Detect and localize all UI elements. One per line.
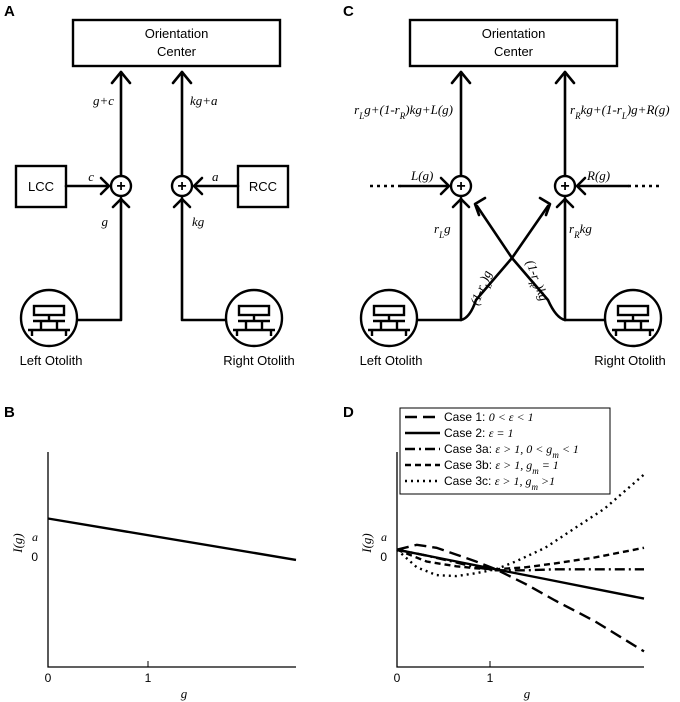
right-low-arrow bbox=[555, 197, 575, 209]
legend-entry: Case 1: 0 < ε < 1 bbox=[444, 410, 534, 424]
axes-frame bbox=[396, 452, 644, 668]
orientation-center-box bbox=[71, 18, 282, 68]
right-otolith-wire bbox=[180, 196, 228, 322]
legend-entry: Case 3b: ε > 1, gm = 1 bbox=[444, 458, 559, 476]
plus-icon: + bbox=[456, 178, 465, 195]
axes-frame bbox=[47, 452, 296, 668]
right-low-arrow bbox=[172, 197, 192, 209]
left-otolith-label: Left Otolith bbox=[20, 353, 83, 368]
left-direct-wire bbox=[416, 196, 463, 322]
right-up-arrow bbox=[171, 70, 193, 85]
x-tick-label-1: 1 bbox=[487, 671, 494, 685]
right-input-arrow bbox=[575, 176, 587, 196]
panel-b: B 0 1 a 0 I(g) g bbox=[4, 404, 297, 701]
y-tick-label-a: a bbox=[381, 530, 387, 544]
orientation-center-line1: Orientation bbox=[145, 26, 209, 41]
right-sum-node bbox=[170, 174, 194, 198]
x-axis-label: g bbox=[181, 686, 188, 701]
legend-entry: Case 3c: ε > 1, gm >1 bbox=[444, 474, 555, 492]
rcc-label: RCC bbox=[249, 179, 277, 194]
right-otolith-label: Right Otolith bbox=[223, 353, 295, 368]
lcc-label: LCC bbox=[28, 179, 54, 194]
y-axis-label: I(g) bbox=[359, 533, 374, 554]
rcc-arrow bbox=[192, 176, 204, 196]
x-tick-label-0: 0 bbox=[394, 671, 401, 685]
y-axis-label: I(g) bbox=[10, 533, 25, 554]
plus-icon: + bbox=[177, 178, 186, 195]
left-otolith-wire bbox=[76, 196, 123, 322]
right-low-signal: kg bbox=[192, 214, 205, 229]
plot-b bbox=[47, 517, 297, 562]
left-side-signal: c bbox=[88, 169, 94, 184]
left-input-arrow bbox=[439, 176, 451, 196]
y-tick-label-0: 0 bbox=[31, 550, 38, 564]
right-cross-wire bbox=[475, 204, 567, 322]
lcc-box bbox=[14, 164, 68, 209]
right-otolith-label: Right Otolith bbox=[594, 353, 666, 368]
x-tick-label-0: 0 bbox=[45, 671, 52, 685]
panel-letter-d: D bbox=[343, 404, 354, 421]
orientation-center-line1: Orientation bbox=[482, 26, 546, 41]
y-tick-label-0: 0 bbox=[380, 550, 387, 564]
legend-entry: Case 3a: ε > 1, 0 < gm < 1 bbox=[444, 442, 579, 460]
left-up-arrow bbox=[450, 70, 472, 85]
right-side-signal: a bbox=[212, 169, 219, 184]
right-up-arrow bbox=[554, 70, 576, 85]
right-otolith-icon bbox=[224, 288, 284, 348]
orientation-center-line2: Center bbox=[494, 44, 534, 59]
orientation-center-box bbox=[408, 18, 619, 68]
left-otolith-label: Left Otolith bbox=[360, 353, 423, 368]
left-up-signal: rLg+(1-rR)kg+L(g) bbox=[354, 102, 453, 121]
left-up-arrow bbox=[110, 70, 132, 85]
left-cross-wire bbox=[459, 204, 550, 322]
series-line-solid bbox=[47, 517, 297, 562]
panel-letter-a: A bbox=[4, 3, 15, 20]
left-low-signal: rLg bbox=[434, 221, 451, 240]
right-up-signal: rRkg+(1-rL)g+R(g) bbox=[570, 102, 670, 121]
panel-letter-c: C bbox=[343, 3, 354, 20]
panel-d: D 0 1 a 0 I(g) g Case 1: 0 < ε < 1 Case 2… bbox=[343, 404, 645, 701]
panel-letter-b: B bbox=[4, 404, 15, 421]
cross-right-signal: (1-rR)kg bbox=[519, 258, 551, 305]
orientation-center-line2: Center bbox=[157, 44, 197, 59]
left-sum-node bbox=[449, 174, 473, 198]
legend: Case 1: 0 < ε < 1 Case 2: ε = 1 Case 3a: ε… bbox=[405, 410, 579, 492]
right-low-signal: rRkg bbox=[569, 221, 592, 240]
cross-left-signal: (1-rL)g bbox=[467, 268, 498, 309]
series-line-long-dash bbox=[396, 543, 645, 653]
legend-box bbox=[399, 407, 611, 495]
left-otolith-icon bbox=[359, 288, 419, 348]
plus-icon: + bbox=[560, 178, 569, 195]
left-low-signal: g bbox=[102, 214, 109, 229]
right-sum-node bbox=[553, 174, 577, 198]
left-otolith-icon bbox=[19, 288, 79, 348]
panel-a: A Orientation Center + + LCC RCC Left Ot… bbox=[4, 3, 295, 368]
right-up-signal: kg+a bbox=[190, 93, 218, 108]
plus-icon: + bbox=[116, 178, 125, 195]
right-input-signal: R(g) bbox=[586, 168, 610, 183]
plot-d bbox=[396, 473, 645, 653]
y-tick-label-a: a bbox=[32, 530, 38, 544]
right-direct-wire bbox=[563, 196, 607, 322]
x-axis-label: g bbox=[524, 686, 531, 701]
left-up-signal: g+c bbox=[93, 93, 114, 108]
series-line-short-dash bbox=[396, 546, 645, 571]
lcc-arrow bbox=[99, 176, 111, 196]
panel-c: C Orientation Center + + Left Otolith Ri bbox=[343, 3, 670, 368]
right-cross-arrow bbox=[473, 196, 487, 217]
x-tick-label-1: 1 bbox=[145, 671, 152, 685]
left-cross-arrow bbox=[538, 196, 552, 217]
legend-entry: Case 2: ε = 1 bbox=[444, 426, 514, 440]
left-low-arrow bbox=[451, 197, 471, 209]
right-otolith-icon bbox=[603, 288, 663, 348]
left-sum-node bbox=[109, 174, 133, 198]
series-line-solid bbox=[396, 548, 645, 600]
left-low-arrow bbox=[111, 197, 131, 209]
left-input-signal: L(g) bbox=[410, 168, 433, 183]
